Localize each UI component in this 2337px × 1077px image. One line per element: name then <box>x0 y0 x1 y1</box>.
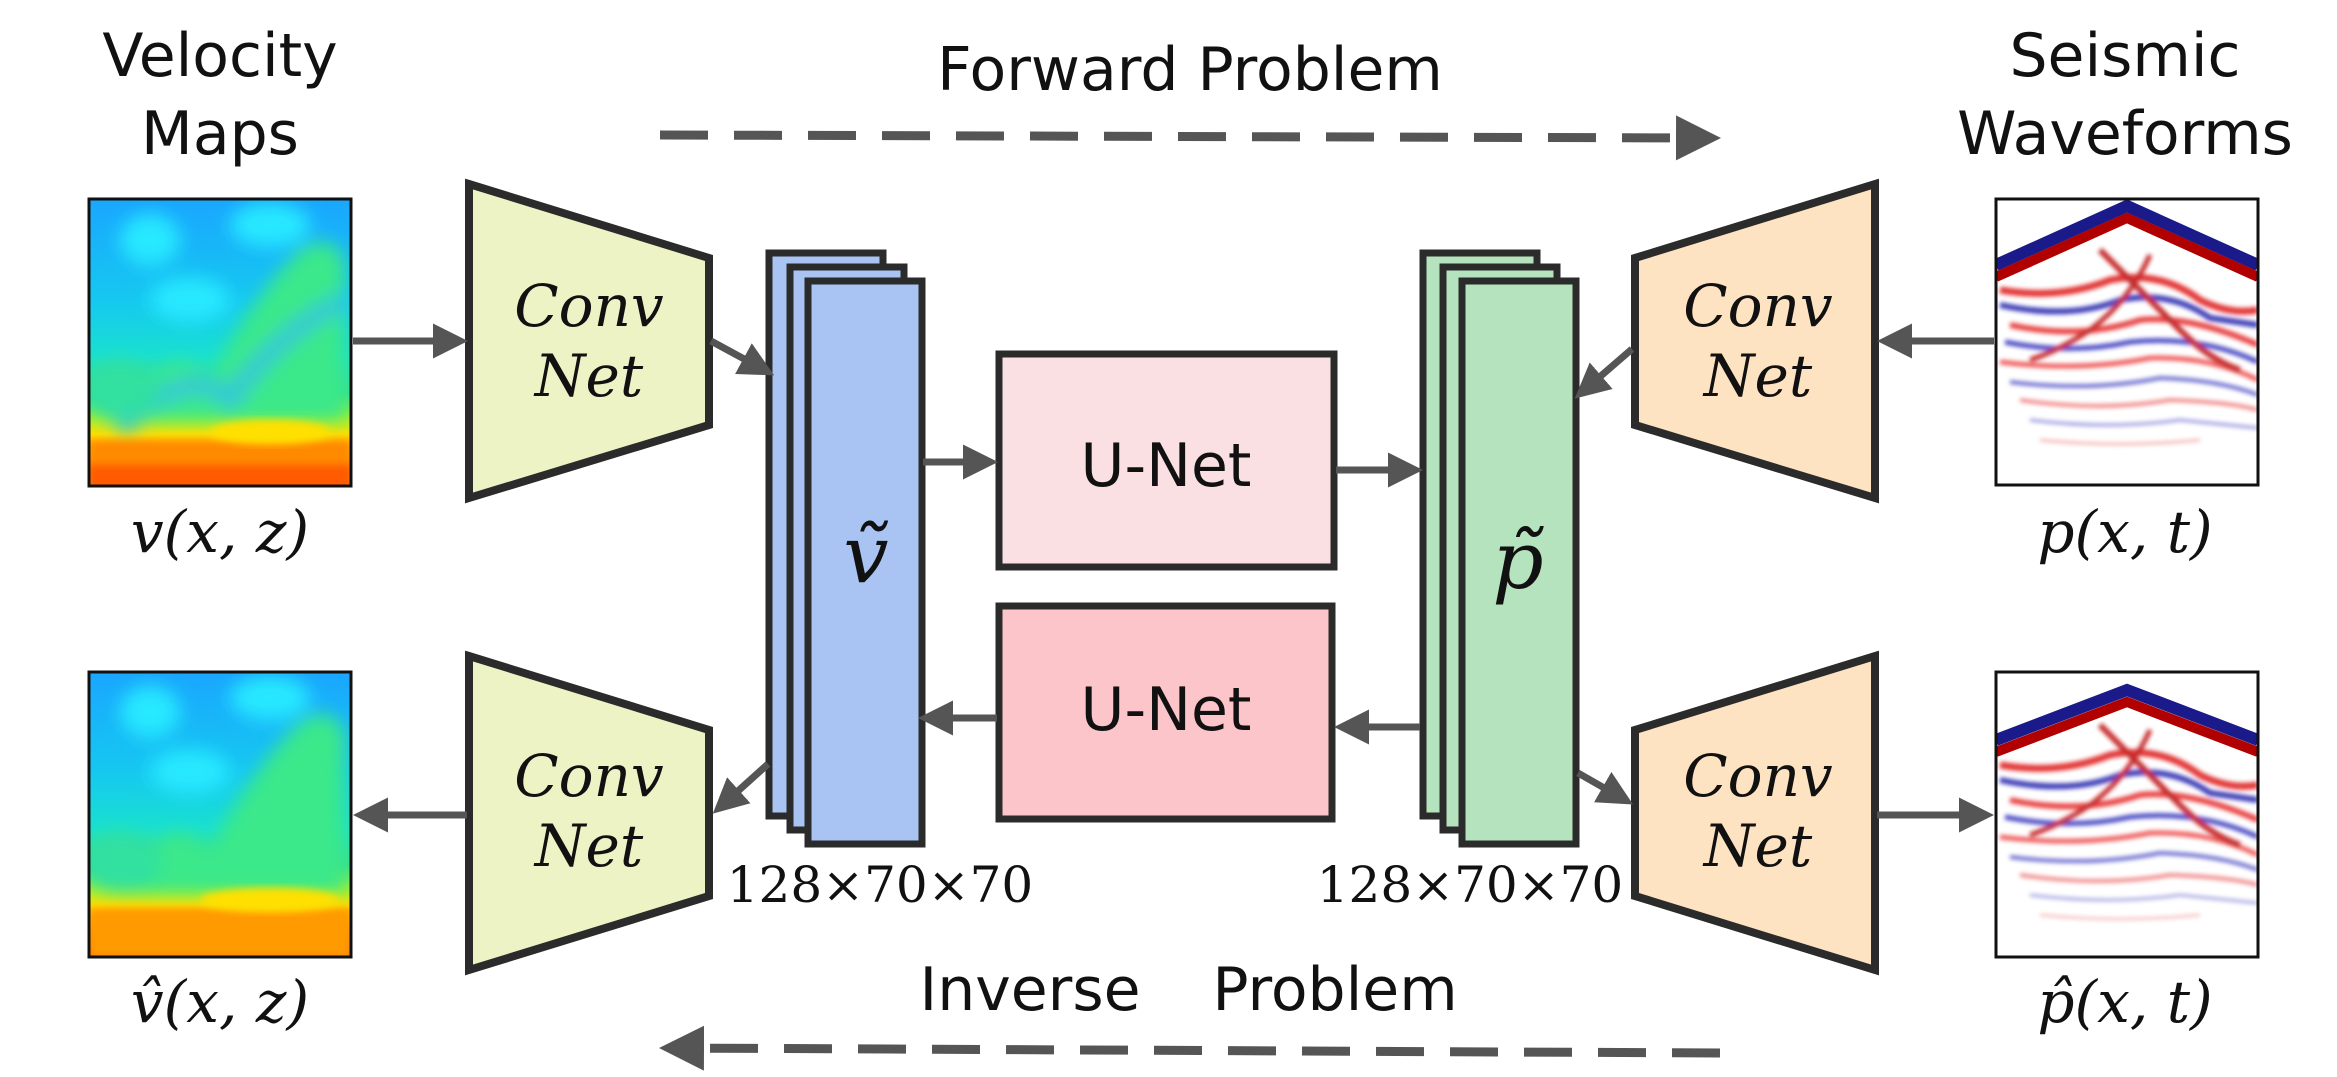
seismic-decoder-convnet: Conv Net <box>1631 650 1879 976</box>
velocity-decoder-convnet: Conv Net <box>465 650 713 976</box>
velocity-output-label: v̂(x, z) <box>131 968 309 1036</box>
forward-problem-arrow <box>659 115 1721 161</box>
velocity-decoder-label-2: Net <box>533 812 644 880</box>
seismic-encoder-label-1: Conv <box>1683 272 1833 340</box>
velocity-encoder-label-1: Conv <box>514 272 664 340</box>
forward-unet-label: U-Net <box>1081 431 1252 501</box>
seismic-latent-symbol: p̃ <box>1492 514 1544 607</box>
seismic-output-label: p̂(x, t) <box>2037 968 2212 1036</box>
velocity-maps-title-line1: Velocity <box>102 21 337 91</box>
velocity-latent-dimensions: 128×70×70 <box>727 856 1033 914</box>
seismic-waveforms-title-line1: Seismic <box>2009 21 2240 91</box>
forward-unet-block: U-Net <box>995 350 1338 571</box>
seismic-encoder-to-latent-arrow <box>1574 346 1635 399</box>
inverse-problem-arrow <box>659 1025 1721 1071</box>
inverse-problem-label-word1: Inverse <box>920 955 1141 1025</box>
inverse-unet-block: U-Net <box>995 602 1336 823</box>
seismic-waveforms-title-line2: Waveforms <box>1957 99 2293 169</box>
velocity-input-label: v(x, z) <box>131 498 309 566</box>
velocity-latent-to-decoder-arrow <box>712 761 771 814</box>
seismic-latent-dimensions: 128×70×70 <box>1317 856 1623 914</box>
encoder-to-velocity-latent-arrow <box>709 337 775 376</box>
inverse-unet-label: U-Net <box>1081 675 1252 745</box>
seismic-encoder-label-2: Net <box>1702 342 1813 410</box>
velocity-latent-symbol: ṽ <box>843 508 888 601</box>
seismic-waveform-reconstructed-image <box>1994 670 2260 959</box>
seismic-decoder-label-1: Conv <box>1683 742 1833 810</box>
velocity-map-reconstructed-image <box>87 670 353 959</box>
seismic-input-label: p(x, t) <box>2037 498 2212 566</box>
velocity-maps-title-line2: Maps <box>141 99 299 169</box>
velocity-encoder-label-2: Net <box>533 342 644 410</box>
seismic-latent-to-decoder-arrow <box>1576 769 1634 805</box>
velocity-decoder-label-1: Conv <box>514 742 664 810</box>
velocity-encoder-convnet: Conv Net <box>465 178 713 504</box>
seismic-latent-stack: p̃ <box>1419 249 1580 848</box>
seismic-waveform-image <box>1994 197 2260 487</box>
forward-problem-label: Forward Problem <box>937 35 1443 105</box>
inverse-problem-label-word2: Problem <box>1212 955 1457 1025</box>
velocity-map-image <box>87 197 353 488</box>
seismic-encoder-convnet: Conv Net <box>1631 178 1879 504</box>
velocity-latent-stack: ṽ <box>765 249 926 848</box>
seismic-decoder-label-2: Net <box>1702 812 1813 880</box>
